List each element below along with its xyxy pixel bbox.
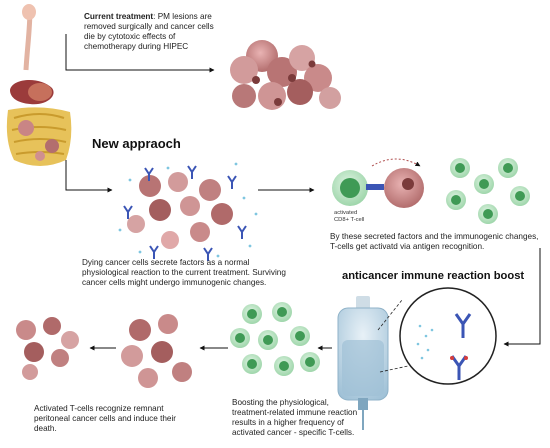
recognize-caption: Activated T-cells recognize remnant peri… [34,404,177,433]
tumor-cluster-icon [121,314,192,388]
dying-cancer-cells-icon [118,162,258,261]
green-t-cells-icon [446,158,530,224]
current-treatment-text: Current treatment: PM lesions are remove… [84,12,224,52]
t-cell-icon [332,170,384,206]
new-approach-heading: New appraoch [92,136,181,151]
arrow-icon [65,34,541,351]
green-t-cells-icon [230,302,320,376]
tumor-cluster-icon [230,40,341,110]
digestive-system-icon [6,4,72,166]
antibody-icon [377,287,497,385]
immune-boost-heading: anticancer immune reaction boost [342,270,525,282]
activated-label-line2: CD8+ T-cell [334,217,365,223]
current-treatment-body: : PM lesions are removed surgically and … [84,12,214,51]
activated-label-line1: activated [334,210,358,216]
iv-bag-icon [337,296,389,430]
current-treatment-title: Current treatment [84,12,154,21]
activated-tcell-label: activated CD8+ T-cell [334,210,364,224]
dying-cells-caption: Dying cancer cells secrete factors as a … [82,258,286,287]
boosting-caption: Boosting the physiological, treatment-re… [232,398,358,437]
tcells-activated-caption: By these secreted factors and the immuno… [330,232,539,251]
cancer-cell-icon [371,158,424,208]
tumor-cluster-icon [16,317,79,380]
